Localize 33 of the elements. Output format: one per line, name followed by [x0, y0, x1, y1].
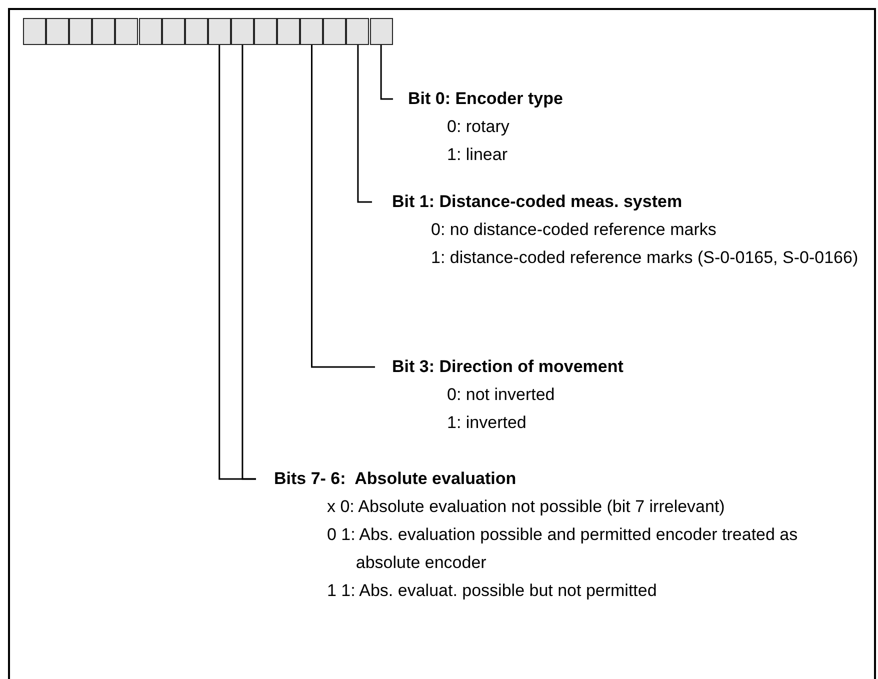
bit-cell: [162, 18, 185, 45]
value-description: x 0: Absolute evaluation not possible (bit 7 irrelevant): [327, 496, 726, 518]
bit-cell: [92, 18, 116, 45]
value-description: 0: no distance-coded reference marks: [431, 219, 718, 241]
value-description: 0 1: Abs. evaluation possible and permitted encoder treated as absolute encoder: [327, 524, 799, 574]
value-description: 1: distance-coded reference marks (S-0-0165, S-0-0166): [431, 247, 860, 269]
value-description: 1: linear: [447, 144, 508, 166]
leader-line: [311, 45, 375, 368]
bit-cell: [138, 18, 162, 45]
bit-heading: Bit 1: Distance-coded meas. system: [392, 191, 684, 213]
bit-cell: [300, 18, 324, 45]
bit-cell: [208, 18, 231, 45]
leader-line: [380, 45, 393, 100]
bit-cell: [115, 18, 138, 45]
value-description: 1: inverted: [447, 412, 528, 434]
bit-cell: [184, 18, 208, 45]
bit-cell: [23, 18, 46, 45]
bit-cell: [277, 18, 300, 45]
bit-cell: [323, 18, 346, 45]
bit-cell: [69, 18, 92, 45]
value-description: 0: rotary: [447, 116, 510, 138]
bit-heading: Bit 0: Encoder type: [408, 88, 564, 110]
bit-cell: [230, 18, 254, 45]
bit-heading: Bits 7- 6: Absolute evaluation: [274, 468, 518, 490]
bit-cell: [346, 18, 370, 45]
leader-line: [357, 45, 372, 203]
leader-line: [218, 45, 256, 480]
bit-cell: [46, 18, 70, 45]
bit-cell: [370, 18, 393, 45]
value-description: 1 1: Abs. evaluat. possible but not permitted: [327, 580, 658, 602]
bit-cell: [254, 18, 278, 45]
bit-heading: Bit 3: Direction of movement: [392, 356, 624, 378]
value-description: 0: not inverted: [447, 384, 556, 406]
